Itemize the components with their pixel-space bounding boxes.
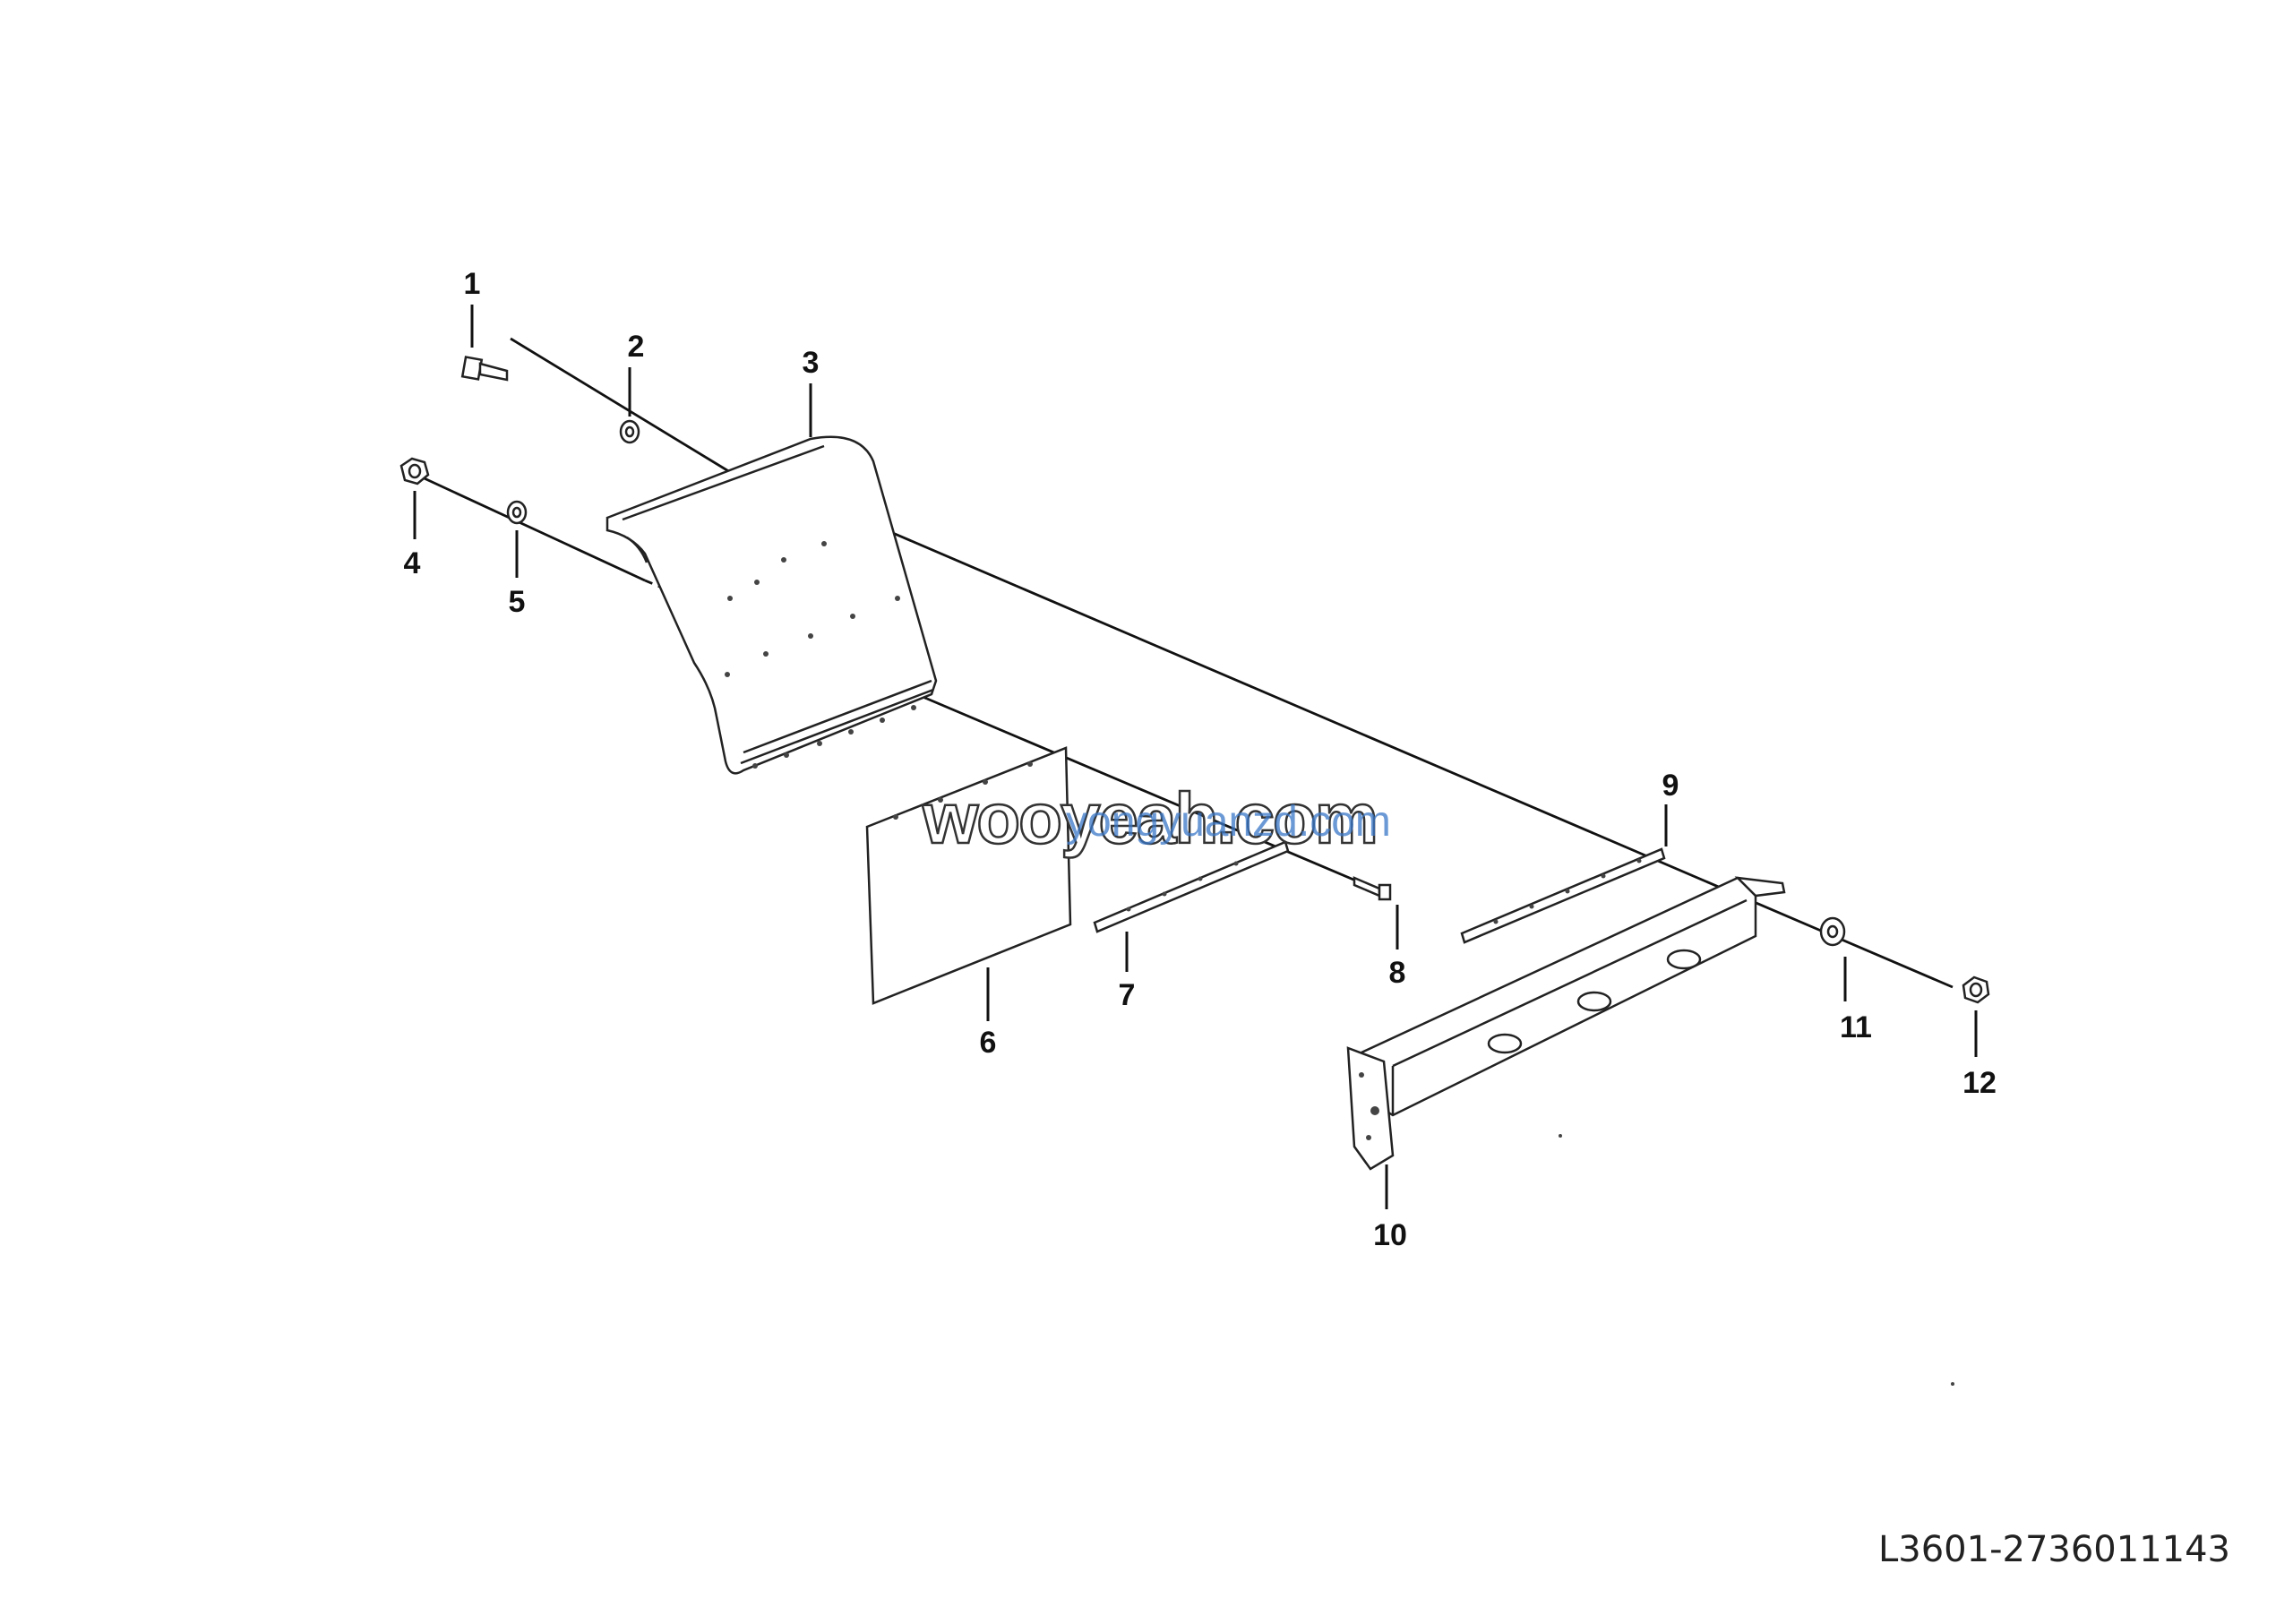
- assembly-axis-lower-b: [926, 697, 1371, 889]
- callout-4: 4: [404, 546, 421, 580]
- watermark: wooyeah.com: [922, 778, 1380, 860]
- part-11-washer: [1819, 916, 1846, 947]
- callout-2: 2: [628, 330, 645, 364]
- drawing-reference-code: L3601-2736011143: [1877, 1529, 2230, 1570]
- part-6-flat-flap: [865, 746, 1072, 1005]
- assembly-axis-upper-a: [510, 337, 735, 477]
- part-5-washer: [506, 500, 528, 525]
- part-8-bolt: [1353, 876, 1392, 901]
- part-7-strip: [1093, 840, 1290, 933]
- callout-9: 9: [1662, 769, 1679, 803]
- part-9-strip: [1460, 847, 1666, 944]
- part-2-washer: [619, 419, 640, 444]
- stray-dot: [1559, 1134, 1562, 1138]
- part-12-nut: [1962, 975, 1990, 1004]
- part-3-curved-plate: [605, 435, 938, 775]
- callout-10: 10: [1373, 1218, 1407, 1252]
- assembly-axis-upper-b: [881, 527, 1954, 989]
- callout-5: 5: [509, 585, 526, 619]
- part-4-nut: [399, 457, 430, 485]
- callout-3: 3: [803, 346, 820, 380]
- assembly-axis-lower-a: [416, 473, 646, 582]
- part-1-bolt: [460, 356, 509, 382]
- watermark-overlay: yongyuanzd.com: [1066, 798, 1391, 846]
- callout-1: 1: [464, 267, 481, 301]
- stray-dot: [1951, 1382, 1954, 1386]
- part-10-bracket-beam: [1346, 876, 1786, 1171]
- callout-12: 12: [1962, 1066, 1997, 1100]
- callout-11: 11: [1840, 1010, 1872, 1044]
- callout-8: 8: [1389, 956, 1406, 990]
- callout-6: 6: [980, 1026, 997, 1060]
- callout-7: 7: [1119, 978, 1136, 1012]
